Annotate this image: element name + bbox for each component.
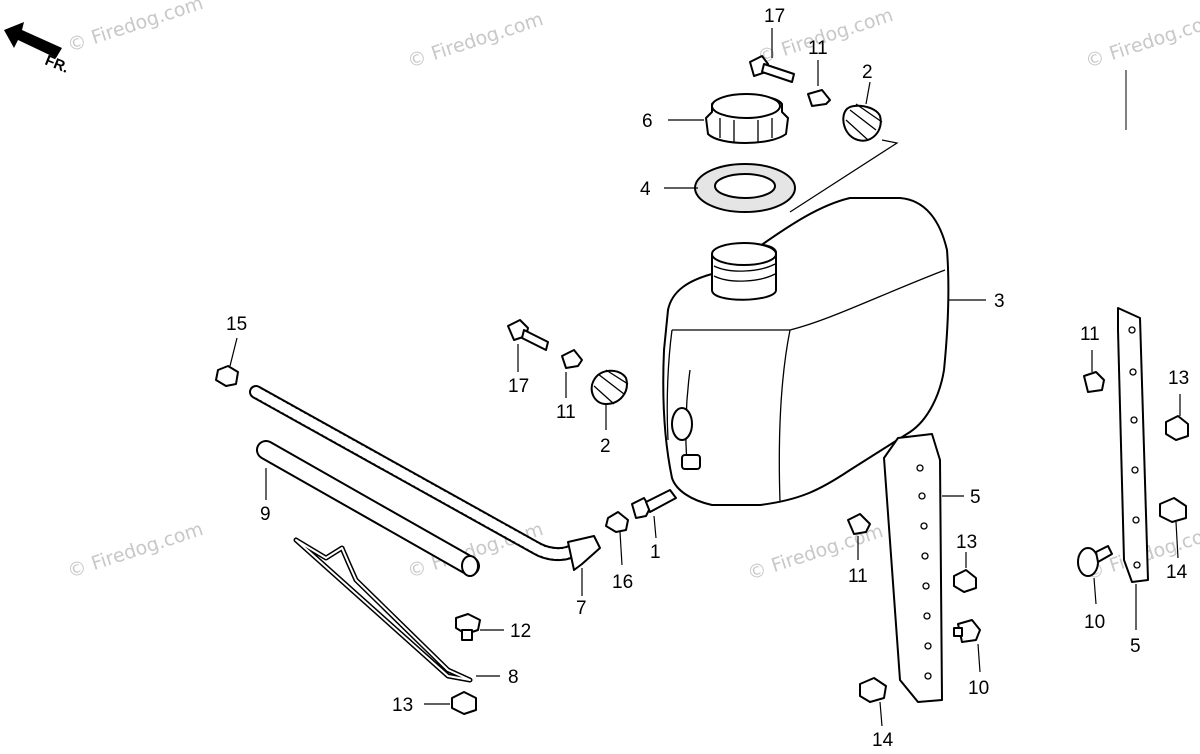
leader-lines bbox=[664, 81, 986, 301]
clip-16 bbox=[605, 511, 629, 566]
callout-13: 13 bbox=[956, 532, 977, 553]
callout-17: 17 bbox=[508, 376, 529, 397]
bracket-middle bbox=[883, 433, 964, 703]
callout-13: 13 bbox=[1168, 368, 1189, 389]
callout-6: 6 bbox=[642, 111, 653, 132]
bolt-top bbox=[749, 28, 795, 83]
callout-1: 1 bbox=[650, 542, 661, 563]
fuel-hose bbox=[249, 385, 601, 596]
callout-11: 11 bbox=[556, 402, 576, 423]
front-arrow-icon: FR. bbox=[4, 22, 71, 77]
clip-15 bbox=[215, 337, 239, 387]
fuel-cap bbox=[705, 93, 789, 144]
breather-tube bbox=[256, 440, 480, 577]
nut-13-bottom bbox=[424, 691, 477, 715]
nut-14-right bbox=[1159, 497, 1187, 559]
front-indicator-label: FR. bbox=[43, 52, 72, 77]
bolt-12 bbox=[455, 613, 504, 641]
watermarks: © Firedog.com © Firedog.com © Firedog.co… bbox=[65, 0, 1200, 585]
bolt-mid bbox=[507, 319, 549, 372]
callout-11: 11 bbox=[1080, 324, 1100, 345]
callout-11: 11 bbox=[848, 566, 868, 587]
callout-4: 4 bbox=[640, 179, 651, 200]
callout-10: 10 bbox=[968, 678, 989, 699]
callout-11: 11 bbox=[808, 38, 828, 59]
watermark: © Firedog.com bbox=[65, 518, 206, 583]
watermark: © Firedog.com bbox=[1083, 8, 1200, 73]
bolt-10-middle bbox=[953, 619, 981, 673]
grommet-mid bbox=[590, 369, 629, 430]
callout-9: 9 bbox=[260, 504, 271, 525]
callout-10: 10 bbox=[1084, 612, 1105, 633]
watermark: © Firedog.com bbox=[405, 8, 546, 73]
nut-13-middle bbox=[953, 552, 977, 593]
nut-14-bottom bbox=[859, 677, 887, 727]
callout-12: 12 bbox=[510, 621, 531, 642]
watermark: © Firedog.com bbox=[65, 0, 206, 57]
grommet-top bbox=[789, 103, 899, 213]
bolt-1 bbox=[631, 489, 677, 539]
callout-7: 7 bbox=[576, 598, 587, 619]
retaining-wire bbox=[293, 537, 500, 683]
callout-14: 14 bbox=[1166, 562, 1188, 583]
callout-17: 17 bbox=[764, 6, 785, 27]
callout-8: 8 bbox=[508, 667, 519, 688]
nut-13-right bbox=[1165, 394, 1189, 441]
cap-gasket bbox=[694, 163, 796, 213]
callout-2: 2 bbox=[600, 436, 611, 457]
callout-3: 3 bbox=[994, 291, 1005, 312]
collar-mid bbox=[561, 349, 583, 398]
collar-11-right bbox=[1083, 350, 1105, 393]
bracket-right bbox=[1117, 307, 1149, 630]
callout-5: 5 bbox=[970, 487, 981, 508]
bolt-10-right bbox=[1077, 545, 1113, 605]
callout-16: 16 bbox=[612, 572, 633, 593]
callout-2: 2 bbox=[862, 62, 873, 83]
callout-5: 5 bbox=[1130, 636, 1141, 657]
collar-top bbox=[807, 60, 831, 107]
callout-13: 13 bbox=[392, 695, 413, 716]
collar-11-middle bbox=[847, 513, 871, 560]
fuel-tank bbox=[662, 197, 950, 506]
callouts: 17 11 2 6 4 3 15 17 11 2 9 1 16 7 12 8 1… bbox=[226, 6, 1189, 751]
callout-15: 15 bbox=[226, 314, 247, 335]
callout-14: 14 bbox=[872, 730, 894, 751]
